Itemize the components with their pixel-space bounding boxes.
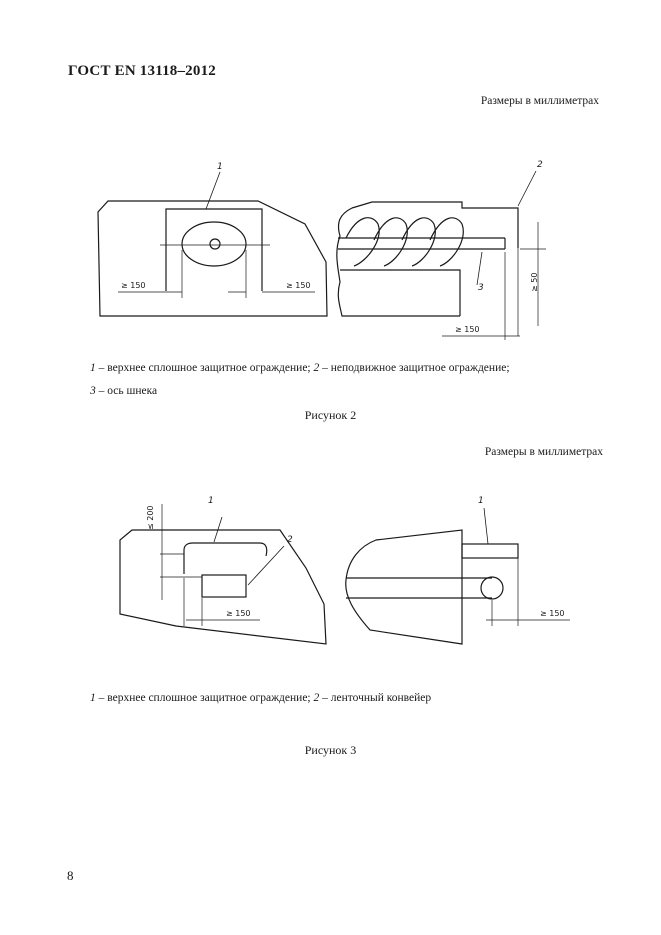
- legend-number: 3: [90, 385, 96, 397]
- figure-3-caption: Рисунок 3: [304, 743, 357, 757]
- dim-right-3: ≥ 150: [540, 609, 565, 618]
- dim-left: ≥ 150: [121, 281, 146, 290]
- machine-body-outline-3: [119, 529, 327, 645]
- dim-vertical-3: ≤ 200: [146, 505, 155, 530]
- units-note-figure-2: Размеры в миллиметрах: [480, 95, 599, 107]
- top-guard-outline: [165, 208, 263, 291]
- figure-3-legend: 1 – верхнее сплошное защитное ограждение…: [90, 692, 431, 704]
- figure-2-legend-line-1: 1 – верхнее сплошное защитное ограждение…: [90, 362, 510, 374]
- legend-text: – ось шнека: [95, 385, 158, 397]
- callout-1: 1: [208, 496, 214, 506]
- legend-text: – неподвижное защитное ограждение;: [319, 362, 510, 374]
- legend-text: – верхнее сплошное защитное ограждение;: [95, 362, 314, 374]
- dim-left-3: ≥ 150: [226, 609, 251, 618]
- machine-body-outline-3b: [345, 529, 463, 645]
- figure-2-caption: Рисунок 2: [304, 408, 357, 422]
- callout-2: 2: [287, 535, 293, 545]
- machine-body-outline: [97, 200, 328, 317]
- legend-text: – ленточный конвейер: [319, 692, 432, 704]
- legend-number: 2: [313, 692, 320, 704]
- callout-1-right: 1: [478, 496, 484, 506]
- legend-number: 1: [90, 362, 96, 374]
- dim-bottom: ≥ 150: [455, 325, 480, 334]
- belt-conveyor-block: [201, 574, 247, 598]
- callout-2: 2: [537, 160, 543, 170]
- document-title: ГОСТ EN 13118–2012: [68, 63, 216, 79]
- belt-roller: [480, 576, 504, 600]
- callout-3: 3: [478, 283, 484, 293]
- legend-number: 2: [313, 362, 320, 374]
- dim-right: ≥ 150: [286, 281, 311, 290]
- opening-ellipse: [181, 221, 247, 267]
- units-note-figure-3: Размеры в миллиметрах: [484, 446, 603, 458]
- legend-number: 1: [90, 692, 96, 704]
- dim-vertical: ≥ 50: [530, 273, 539, 292]
- page-number: 8: [67, 868, 74, 883]
- top-guard-3b: [461, 543, 519, 559]
- top-guard-3: [183, 542, 268, 574]
- shaft-circle: [209, 238, 221, 250]
- legend-text: – верхнее сплошное защитное ограждение;: [95, 692, 314, 704]
- figure-2-legend-line-2: 3 – ось шнека: [90, 385, 157, 397]
- callout-1: 1: [217, 162, 223, 172]
